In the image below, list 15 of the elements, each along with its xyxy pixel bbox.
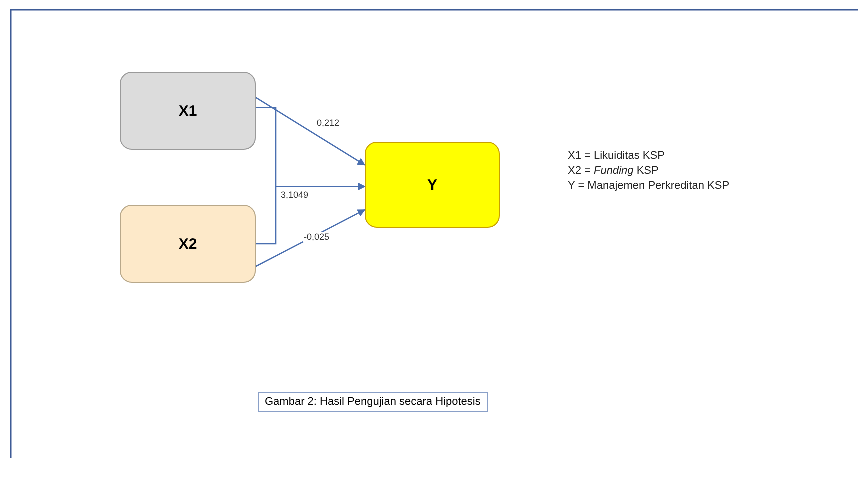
- edge-label: 0,212: [316, 118, 341, 128]
- variable-name: X2: [178, 236, 198, 252]
- arrow: [256, 97, 366, 166]
- result-box: [365, 142, 500, 228]
- variable-name: X1: [178, 102, 198, 120]
- legend-text: Y = Manajemen Perkreditan KSP: [568, 180, 730, 192]
- caption: Gambar 2: Hasil Pengujian secara Hipotesis: [258, 392, 488, 412]
- legend-text: X2 = Funding KSP: [568, 165, 659, 177]
- variable-box: [120, 205, 256, 283]
- variable-name: Y: [427, 176, 438, 194]
- legend-text: X1 = Likuiditas KSP: [568, 150, 665, 162]
- variable-box: [120, 72, 256, 150]
- arrow: [256, 182, 366, 245]
- edge-label: -0,025: [303, 232, 331, 242]
- edge-label: 3,1049: [280, 190, 310, 200]
